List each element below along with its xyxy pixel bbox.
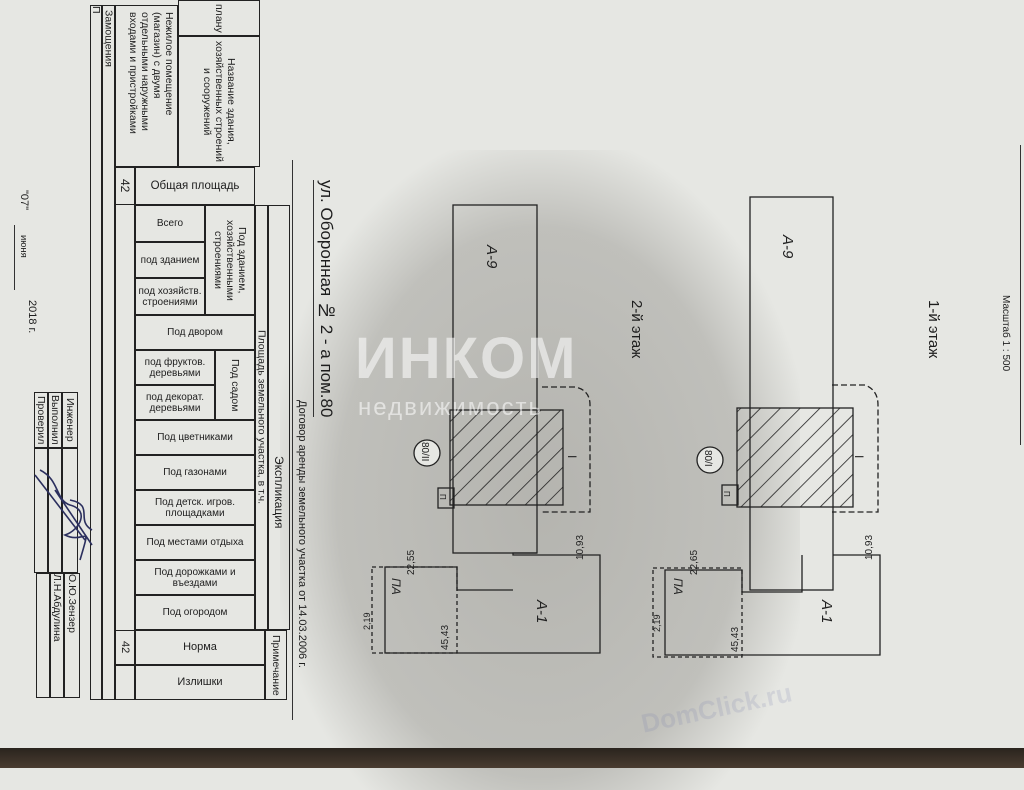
floor1-annex-a1 — [664, 554, 881, 656]
floor2-room-label: I — [565, 455, 579, 458]
floor2-building-a9 — [452, 204, 538, 554]
row-name-cell: П — [90, 5, 102, 700]
under-outbuildings-header: под хозяйств. строениями — [135, 278, 205, 315]
floor1-a1-label: А-1 — [818, 599, 835, 623]
excess-value — [115, 665, 135, 700]
plan-no-header: плану — [178, 0, 260, 36]
date-underline — [14, 225, 15, 290]
checker-name — [36, 573, 50, 698]
row-name-cell: Нежилое помещение (магазин) с двумя отде… — [115, 5, 178, 167]
floor1-unit-label: 80/I — [702, 450, 713, 467]
floor2-dim-4: 2,19 — [362, 612, 372, 630]
garden-group-header: Под садом — [215, 350, 255, 420]
floor1-plan — [652, 196, 881, 658]
lawns-header: Под газонами — [135, 455, 255, 490]
decor-trees-header: под декорат. деревьями — [135, 385, 215, 420]
plan-labels: А-9 А-1 ПА 80/II I П 10,93 22,55 45,43 2… — [362, 234, 875, 652]
floor1-room-label: I — [852, 455, 866, 458]
row-name-cell: Замощения — [102, 5, 115, 700]
floor1-stair — [721, 484, 739, 506]
floor2-dim-3: 45,43 — [440, 625, 451, 650]
under-building-header: под зданием — [135, 242, 205, 278]
floor2-porch — [371, 566, 458, 654]
floor1-dim-1: 10,93 — [864, 535, 875, 560]
floor1-a9-label: А-9 — [779, 234, 796, 259]
yard-header: Под двором — [135, 315, 255, 350]
floor2-plan — [371, 204, 601, 654]
norm-value: 42 — [115, 630, 135, 665]
date-month: июня — [18, 235, 29, 258]
building-group-header: Под зданием, хозяйственными строениями — [205, 205, 255, 315]
engineer-label: Инженер — [62, 392, 78, 448]
watermark-subtitle: недвижимость — [358, 394, 544, 421]
floor2-stair-label: П — [438, 494, 447, 500]
row-data-cells — [115, 205, 135, 630]
floor2-dim-1: 10,93 — [575, 535, 586, 560]
floor1-dim-3: 45,43 — [730, 627, 741, 652]
floor2-unit-hatch — [449, 409, 564, 506]
floor1-dim-2: 22,65 — [689, 550, 700, 575]
floor1-building-a9 — [749, 196, 834, 591]
floor2-a1-label: А-1 — [533, 599, 550, 623]
floor-plans: А-9 А-1 ПА 80/II I П 10,93 22,55 45,43 2… — [362, 196, 881, 658]
all-header: Всего — [135, 205, 205, 242]
fruit-trees-header: под фруктов. деревьями — [135, 350, 215, 385]
total-area-value: 42 — [115, 167, 135, 205]
total-area-header: Общая площадь — [135, 167, 255, 205]
floor1-dim-4: 2,19 — [652, 614, 662, 632]
scale-label: Масштаб 1 : 500 — [1000, 295, 1011, 372]
note-header: Примечание — [265, 630, 287, 700]
floor1-unit-hatch — [736, 407, 854, 508]
playgrounds-header: Под детск. игров. площадками — [135, 490, 255, 525]
table-edge — [0, 748, 1024, 768]
address: ул. Оборонная № 2 - а пом.80 — [313, 180, 336, 418]
floor2-a9-label: А-9 — [483, 244, 500, 269]
explication-title: Экспликация — [268, 205, 290, 630]
floor1-porch-label: ПА — [671, 578, 685, 595]
name-header: Название здания, хозяйственных строений … — [178, 36, 260, 167]
vegetable-garden-header: Под огородом — [135, 595, 255, 630]
floor2-dim-2: 22,55 — [406, 550, 417, 575]
checked-label: Проверил — [34, 392, 48, 448]
floor1-room-outline — [832, 384, 879, 513]
floor1-porch — [652, 567, 743, 658]
rest-areas-header: Под местами отдыха — [135, 525, 255, 560]
floor1-title: 1-й этаж — [925, 300, 942, 359]
floor2-annex-a1 — [384, 552, 601, 654]
frame-line — [1020, 145, 1022, 445]
norm-header: Норма — [135, 630, 265, 665]
engineer-name: О.Ю.Зензер — [64, 573, 80, 698]
floor2-porch-label: ПА — [389, 578, 403, 595]
contract-note: Договор аренды земельного участка от 14.… — [296, 400, 308, 668]
land-area-group-header: Площадь земельного участка, в т.ч. — [255, 205, 268, 630]
performed-label: Выполнил — [48, 392, 62, 448]
watermark-logo: ИНКОМ — [355, 326, 578, 391]
floor2-stair — [437, 487, 455, 509]
paths-header: Под дорожками и въездами — [135, 560, 255, 595]
plan-no-label: плану — [213, 3, 225, 33]
excess-header: Излишки — [135, 665, 265, 700]
floor2-unit-label: 80/II — [419, 442, 430, 461]
performer-name: Л.Н.Абдулина — [50, 573, 64, 698]
flowerbeds-header: Под цветниками — [135, 420, 255, 455]
floor2-room-outline — [542, 386, 591, 513]
floor1-stair-label: П — [722, 491, 731, 497]
floor2-unit-marker — [413, 439, 441, 467]
date-year: 2018 г. — [26, 300, 38, 334]
date-day: "07" — [18, 190, 30, 211]
frame-line — [292, 160, 294, 720]
floor2-title: 2-й этаж — [628, 300, 645, 359]
floor1-unit-marker — [696, 446, 724, 474]
